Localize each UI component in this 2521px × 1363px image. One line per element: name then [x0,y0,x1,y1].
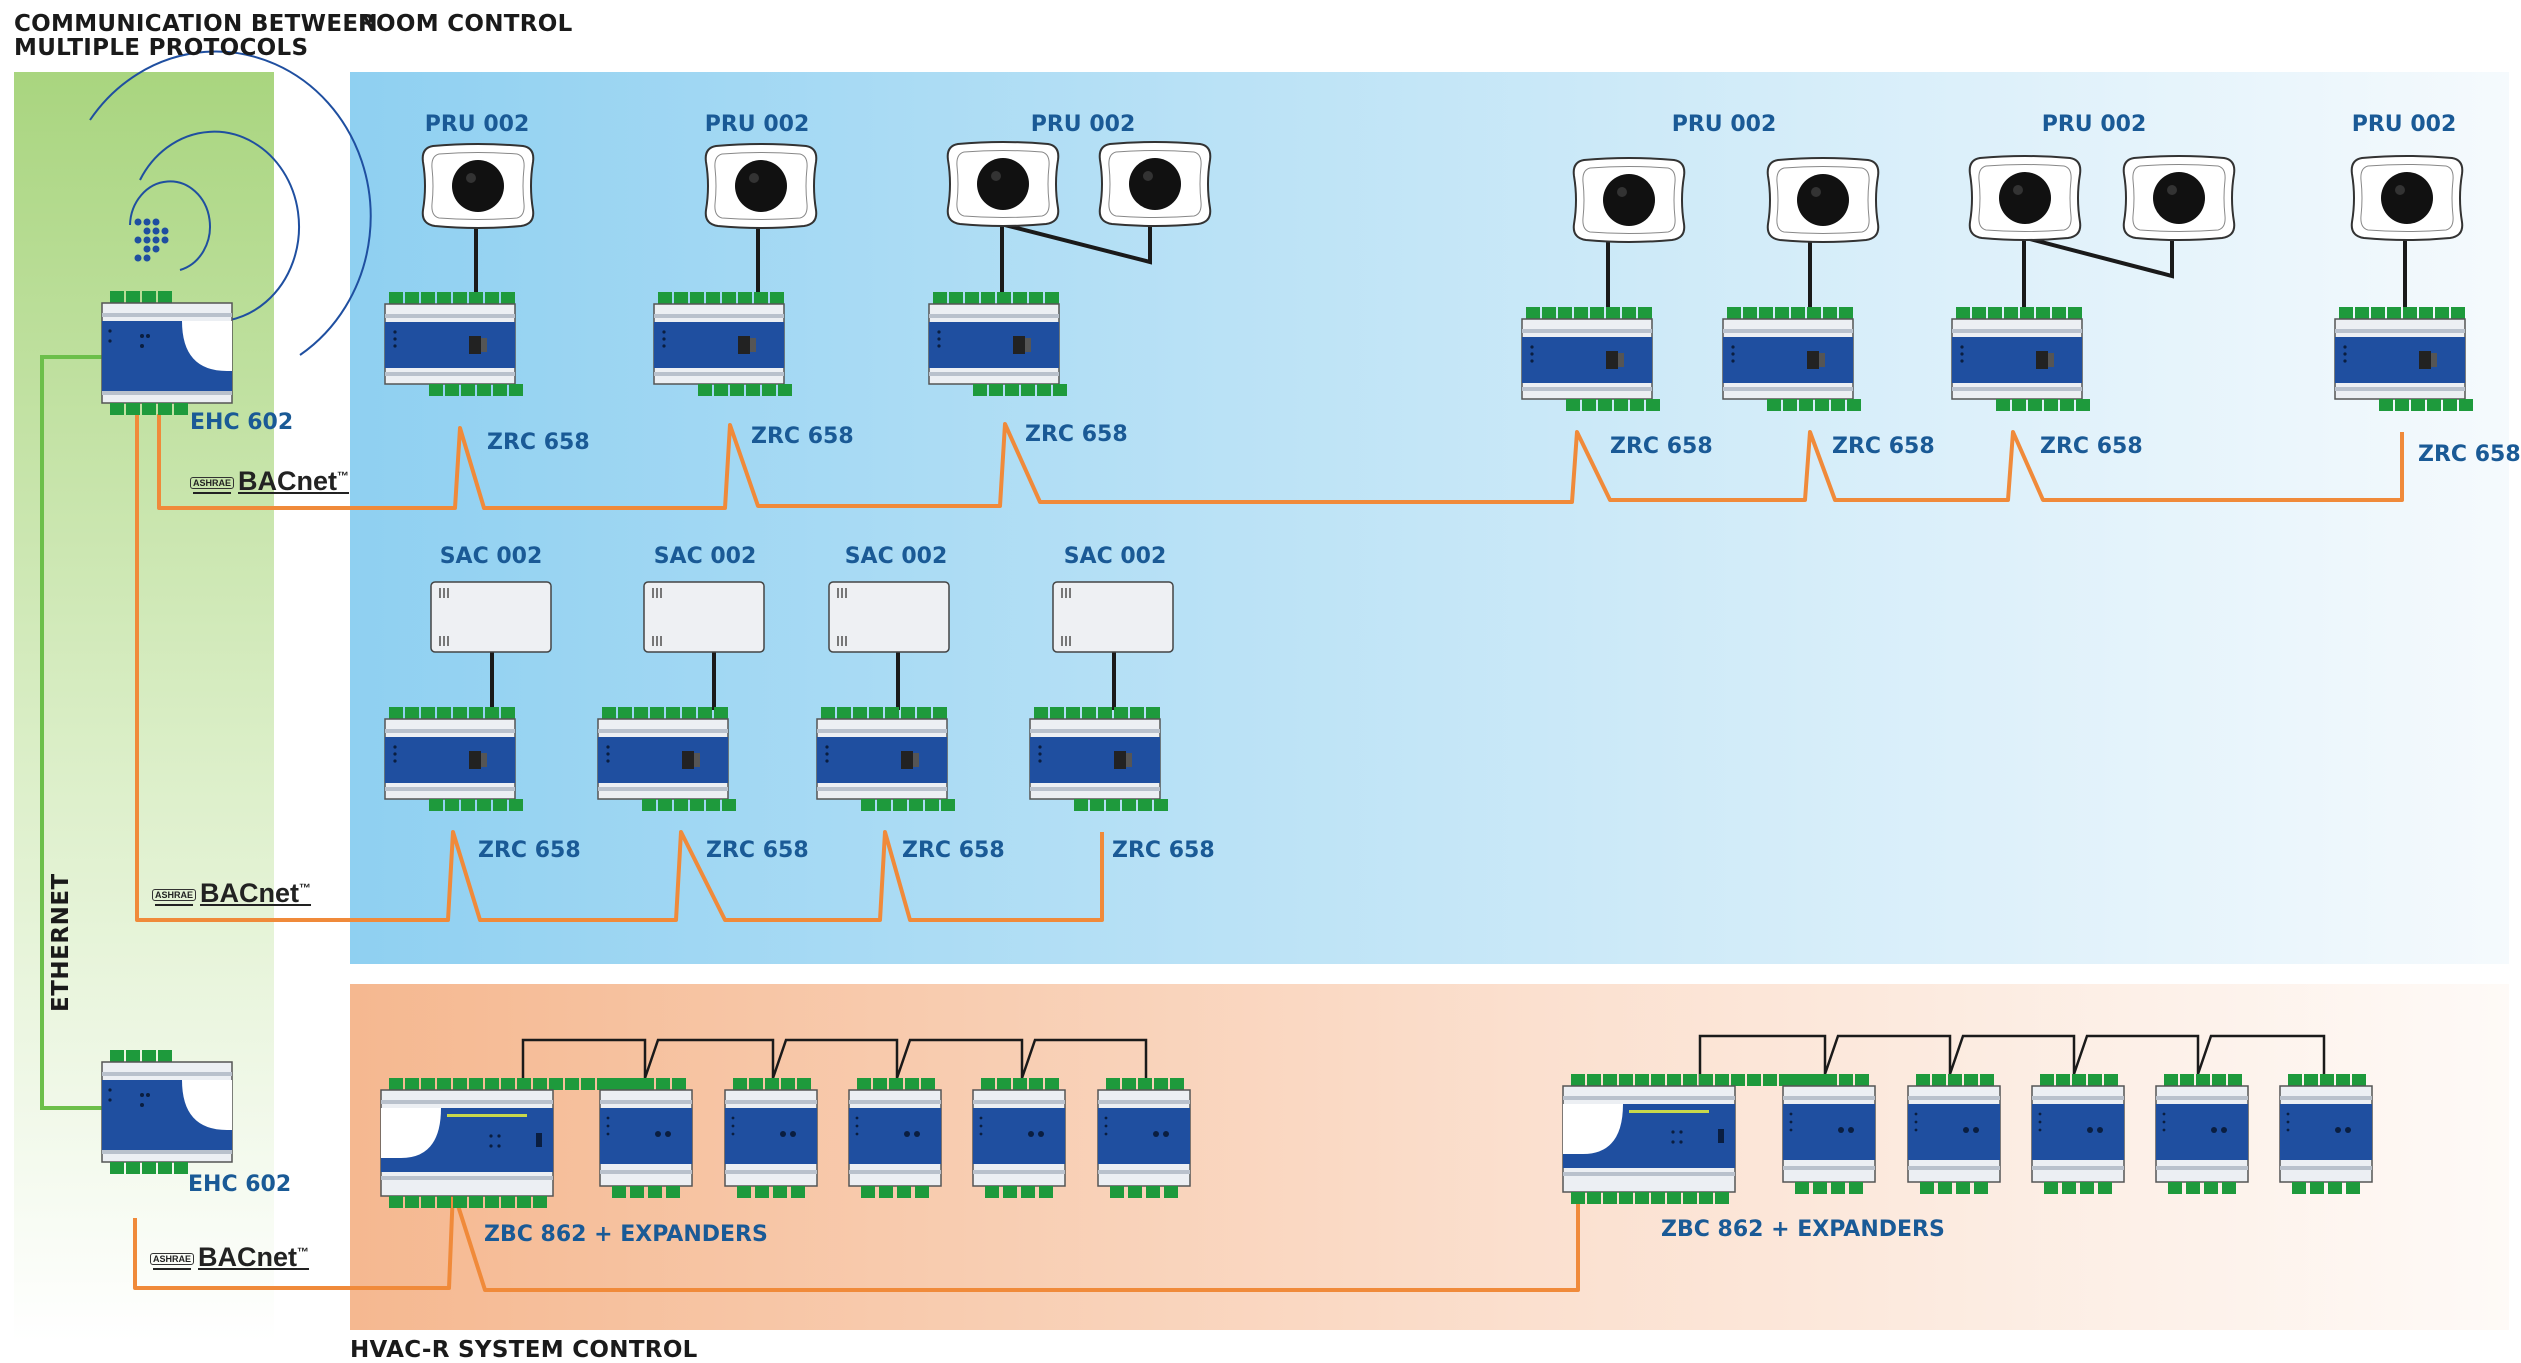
zrc-label: ZRC 658 [902,838,1005,863]
zrc-label: ZRC 658 [487,430,590,455]
sac-label: SAC 002 [1063,544,1167,569]
zrc-controller [1952,307,2090,411]
eliwell-logo-icon [134,218,169,262]
zrc-controller [598,707,736,811]
bacnet-tm: ™ [337,469,350,483]
zrc-label: ZRC 658 [1025,422,1128,447]
pru-label: PRU 002 [2351,112,2457,137]
expander-wiring [521,1034,2326,1088]
zbc-expander [1097,1077,1191,1199]
zrc-controller [2335,307,2473,411]
room-control-header: ROOM CONTROL [358,11,573,37]
pru-sensor [1766,157,1880,243]
zbc-expander [972,1077,1066,1199]
pru-label: PRU 002 [704,112,810,137]
sac-label: SAC 002 [653,544,757,569]
sac-sensor [1052,581,1174,653]
zbc-expander [1907,1073,2001,1195]
pru-label: PRU 002 [1030,112,1136,137]
zrc-controller [1522,307,1660,411]
ehc-label: EHC 602 [188,1172,292,1197]
zrc-label: ZRC 658 [1112,838,1215,863]
hvac-control-region [350,984,2509,1330]
zrc-controller [654,292,792,396]
pru-sensor [1968,155,2082,241]
sac-label: SAC 002 [439,544,543,569]
pru-sensor [2350,155,2464,241]
zbc-expander [1782,1073,1876,1195]
zrc-controller [817,707,955,811]
ehc-label: EHC 602 [190,410,294,435]
zrc-controller [385,292,523,396]
zrc-label: ZRC 658 [478,838,581,863]
zbc-expander [599,1077,693,1199]
sac-label: SAC 002 [844,544,948,569]
bacnet-prefix: ASHRAE [150,1252,195,1265]
zrc-controller [1030,707,1168,811]
ethernet-link [40,355,103,1110]
hvac-control-header: HVAC-R SYSTEM CONTROL [350,1337,698,1363]
bacnet-tm: ™ [299,881,312,895]
pru-sensor [704,143,818,229]
zrc-controller [385,707,523,811]
bacnet-label: BACnet [200,878,300,908]
pru-sensor [421,143,535,229]
zbc-expander [2279,1073,2373,1195]
bacnet-prefix: ASHRAE [152,888,197,901]
zbc-expander [848,1077,942,1199]
ehc-gateway [101,1049,233,1175]
protocols-header-line2: MULTIPLE PROTOCOLS [14,35,309,61]
sac-sensor [828,581,950,653]
sac-sensor [643,581,765,653]
zrc-label: ZRC 658 [1832,434,1935,459]
zrc-label: ZRC 658 [2418,442,2521,467]
zbc-label: ZBC 862 + EXPANDERS [484,1222,768,1247]
pru-sensor [1098,141,1212,227]
pru-sensor [946,141,1060,227]
ehc-gateway [101,290,233,416]
pru-sensor [1572,157,1686,243]
wireless-signal-icon [89,50,372,356]
sac-sensor [430,581,552,653]
pru-label: PRU 002 [1671,112,1777,137]
bacnet-tm: ™ [297,1245,310,1259]
zrc-label: ZRC 658 [1610,434,1713,459]
sensor-wiring [474,218,2407,710]
pru-sensor [2122,155,2236,241]
zrc-controller [929,292,1067,396]
zbc-expander [724,1077,818,1199]
pru-label: PRU 002 [2041,112,2147,137]
bacnet-label: BACnet [238,466,338,496]
zrc-controller [1723,307,1861,411]
bacnet-label: BACnet [198,1242,298,1272]
zbc-label: ZBC 862 + EXPANDERS [1661,1217,1945,1242]
bacnet-prefix: ASHRAE [190,476,235,489]
ethernet-label: ETHERNET [48,873,74,1012]
pru-label: PRU 002 [424,112,530,137]
zrc-label: ZRC 658 [706,838,809,863]
zrc-label: ZRC 658 [2040,434,2143,459]
zbc-expander [2155,1073,2249,1195]
zrc-label: ZRC 658 [751,424,854,449]
protocols-header: COMMUNICATION BETWEEN MULTIPLE PROTOCOLS [14,12,378,60]
zbc-expander [2031,1073,2125,1195]
protocols-header-line1: COMMUNICATION BETWEEN [14,11,378,37]
